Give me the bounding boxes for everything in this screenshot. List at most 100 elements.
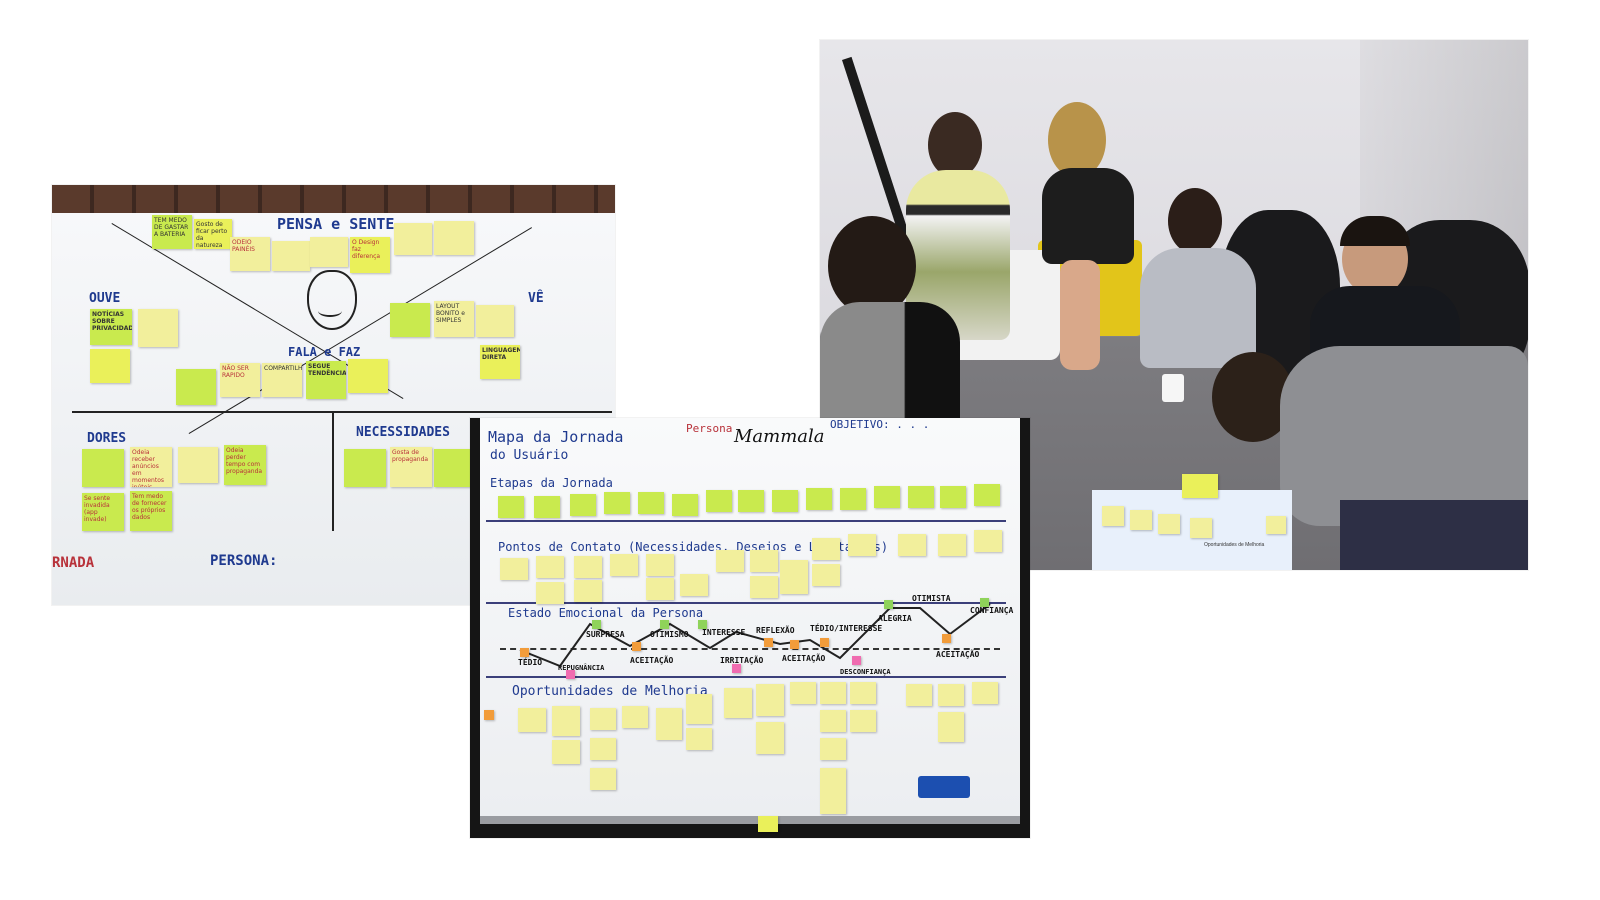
emotion-label: OTIMISTA bbox=[912, 594, 951, 603]
sticky-note: SEGUE TENDÊNCIAS bbox=[306, 361, 346, 399]
sticky-note bbox=[758, 816, 778, 832]
sticky-note bbox=[590, 768, 616, 790]
pontos-label: Pontos de Contato (Necessidades, Desejos… bbox=[498, 540, 889, 554]
journey-title-line2: do Usuário bbox=[490, 448, 569, 463]
oportunidades-label: Oportunidades de Melhoria bbox=[512, 684, 708, 699]
sticky-note bbox=[820, 682, 846, 704]
sticky-note bbox=[972, 682, 998, 704]
sticky-note bbox=[90, 349, 130, 383]
emotion-marker bbox=[520, 648, 529, 657]
sticky-note bbox=[716, 550, 744, 572]
sticky-note bbox=[552, 740, 580, 764]
sticky-note: ODEIO PAINÉIS bbox=[230, 237, 270, 271]
sticky-note bbox=[272, 241, 310, 271]
person-head bbox=[928, 112, 982, 178]
emotion-marker bbox=[884, 600, 893, 609]
sticky-note bbox=[518, 708, 546, 732]
tripod bbox=[842, 56, 911, 241]
dores-label: DORES bbox=[87, 431, 127, 446]
sticky-note: LINGUAGEM DIRETA bbox=[480, 345, 520, 379]
emotion-marker bbox=[698, 620, 707, 629]
sticky-note bbox=[622, 706, 648, 728]
jornada-label: RNADA bbox=[52, 555, 95, 571]
sticky-note bbox=[908, 486, 934, 508]
person-legs bbox=[1060, 260, 1100, 370]
emotion-marker bbox=[764, 638, 773, 647]
sticky-note bbox=[82, 449, 124, 487]
emotion-marker bbox=[592, 620, 601, 629]
sticky-note: LAYOUT BONITO e SIMPLES bbox=[434, 301, 474, 337]
sticky-note: Odeia perder tempo com propaganda bbox=[224, 445, 266, 485]
sticky-note bbox=[940, 486, 966, 508]
sticky-note bbox=[434, 221, 474, 255]
row-divider bbox=[486, 520, 1006, 522]
sticky-note bbox=[750, 576, 778, 598]
emotion-label: SURPRESA bbox=[586, 630, 625, 639]
sticky-note bbox=[806, 488, 832, 510]
sticky-note bbox=[738, 490, 764, 512]
sticky-note: NOTÍCIAS SOBRE PRIVACIDADE bbox=[90, 309, 132, 345]
sticky-note bbox=[536, 582, 564, 604]
emotion-marker bbox=[566, 670, 575, 679]
sticky-note: O Design faz diferença bbox=[350, 237, 390, 273]
sticky-note bbox=[390, 303, 430, 337]
smile-sketch bbox=[318, 305, 342, 317]
sticky-note bbox=[772, 490, 798, 512]
sticky-note bbox=[938, 684, 964, 706]
emotion-label: ACEITAÇÃO bbox=[936, 650, 980, 659]
emotion-label: DESCONFIANÇA bbox=[840, 668, 891, 676]
objetivo-label: OBJETIVO: . . . bbox=[830, 418, 930, 431]
sticky-note bbox=[176, 369, 216, 405]
ve-label: VÊ bbox=[528, 291, 544, 306]
sticky-note bbox=[498, 496, 524, 518]
sticky-note bbox=[790, 682, 816, 704]
emotion-label: ACEITAÇÃO bbox=[630, 656, 674, 665]
etapas-label: Etapas da Jornada bbox=[490, 476, 613, 490]
ouve-label: OUVE bbox=[89, 291, 121, 306]
empathy-map-photo: PENSA e SENTE OUVE VÊ FALA e FAZ DORES N… bbox=[52, 185, 615, 605]
sticky-note bbox=[874, 486, 900, 508]
sticky-note bbox=[434, 449, 474, 487]
sticky-note: Se sente invadida (app invade) bbox=[82, 493, 124, 531]
persona-label: Persona bbox=[686, 422, 733, 435]
emotion-marker bbox=[632, 642, 641, 651]
person-head bbox=[828, 216, 916, 316]
emotion-marker bbox=[660, 620, 669, 629]
emotion-marker bbox=[790, 640, 799, 649]
sticky-note bbox=[536, 556, 564, 578]
sticky-note bbox=[138, 309, 178, 347]
sticky-note: TEM MEDO DE GASTAR A BATERIA bbox=[152, 215, 192, 249]
emotion-label: TÉDIO/INTERESSE bbox=[810, 624, 883, 633]
sticky-note: NÃO SER RAPIDO bbox=[220, 363, 260, 397]
sticky-note bbox=[812, 564, 840, 586]
sticky-note bbox=[680, 574, 708, 596]
emotion-label: CONFIANÇA bbox=[970, 606, 1014, 615]
sticky-note bbox=[344, 449, 386, 487]
emotion-label: OTIMISMO bbox=[650, 630, 689, 639]
sticky-note bbox=[812, 538, 840, 560]
pensa-sente-label: PENSA e SENTE bbox=[277, 215, 395, 233]
sticky-note bbox=[1182, 474, 1218, 498]
row-divider bbox=[486, 676, 1006, 678]
divider-line bbox=[332, 411, 334, 531]
sticky-note bbox=[672, 494, 698, 516]
sticky-note bbox=[974, 530, 1002, 552]
sticky-note bbox=[756, 684, 784, 716]
sticky-note: COMPARTILHA bbox=[262, 363, 302, 397]
person-head bbox=[1168, 188, 1222, 254]
emotion-label: ALEGRIA bbox=[878, 614, 912, 623]
journey-map-photo: Mapa da Jornada do Usuário Persona Mamma… bbox=[470, 418, 1030, 838]
sticky-note bbox=[906, 684, 932, 706]
sticky-note bbox=[638, 492, 664, 514]
sticky-note: Odeia receber anúncios em momentos inúte… bbox=[130, 447, 172, 487]
sticky-note bbox=[724, 688, 752, 718]
sticky-note bbox=[500, 558, 528, 580]
sticky-note bbox=[938, 534, 966, 556]
sticky-note bbox=[686, 694, 712, 724]
sticky-note bbox=[820, 738, 846, 760]
sticky-note bbox=[348, 359, 388, 393]
sticky-note bbox=[178, 447, 218, 483]
sticky-note bbox=[310, 237, 348, 267]
emotion-label: REFLEXÃO bbox=[756, 626, 795, 635]
sticky-note bbox=[850, 682, 876, 704]
